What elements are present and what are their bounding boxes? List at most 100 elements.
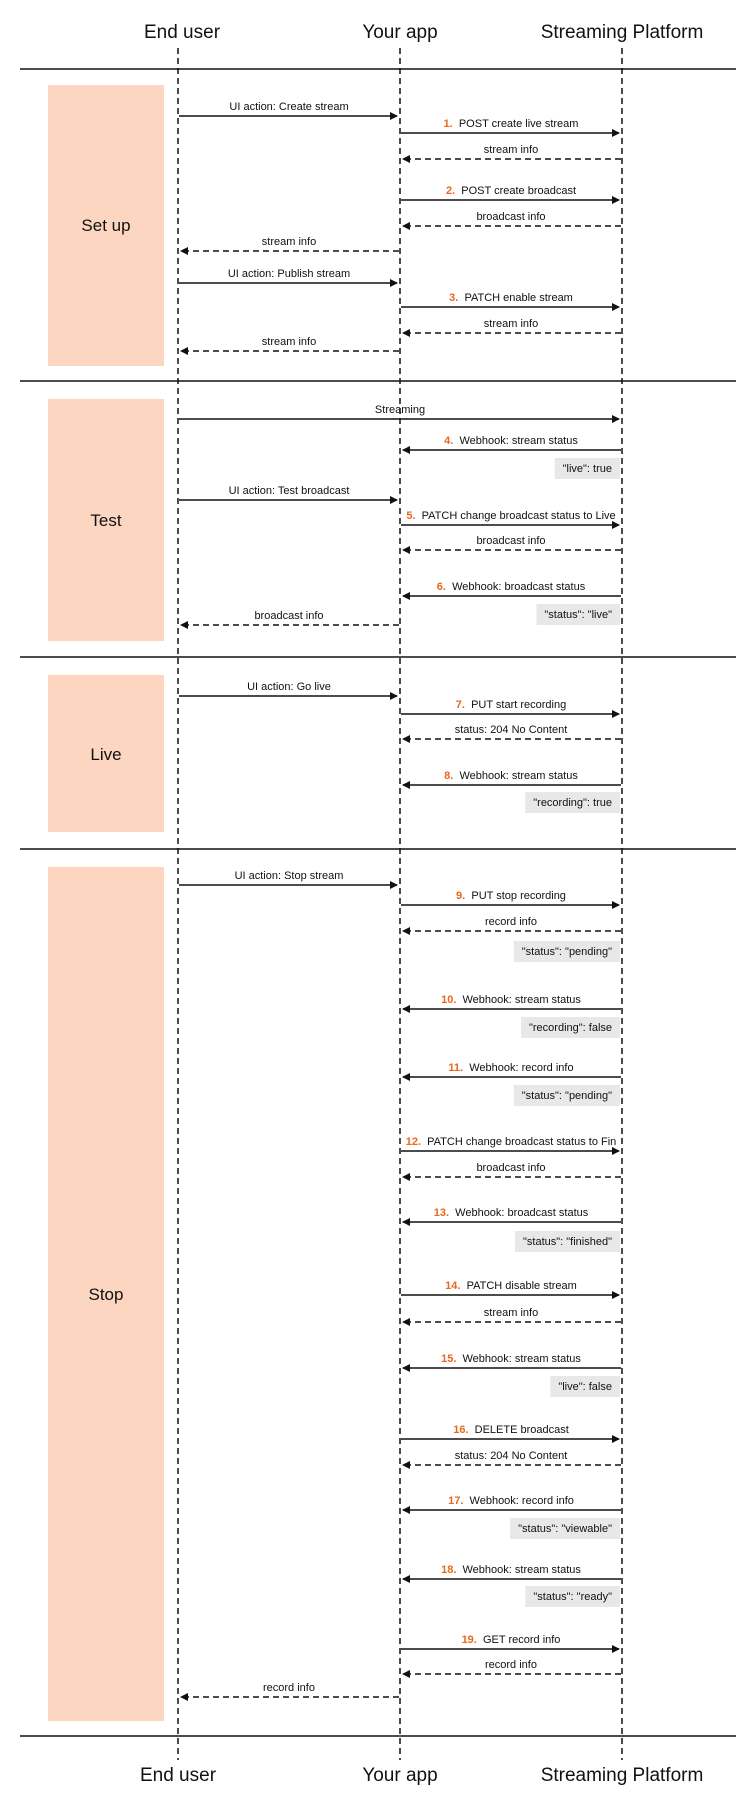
phase-setup: Set up xyxy=(48,85,164,366)
step-number: 17. xyxy=(448,1495,463,1507)
message-status-204-no-content: status: 204 No Content xyxy=(402,1450,621,1469)
step-number: 12. xyxy=(406,1136,421,1148)
message-text: broadcast info xyxy=(476,535,545,547)
message-text: broadcast info xyxy=(476,1162,545,1174)
message-text: PATCH change broadcast status to Live xyxy=(422,510,616,522)
step-number: 14. xyxy=(445,1280,460,1292)
status-note-box xyxy=(554,458,620,479)
message-delete-broadcast: 16. DELETE broadcast xyxy=(401,1424,620,1443)
message-broadcast-info: broadcast info xyxy=(402,1162,621,1181)
status-note-box xyxy=(510,1518,620,1539)
status-note-box xyxy=(525,1586,620,1607)
message-text: stream info xyxy=(262,236,316,248)
step-number: 5. xyxy=(406,510,415,522)
message-label: UI action: Go live xyxy=(247,681,331,693)
message-label: 17. Webhook: record info xyxy=(448,1495,574,1507)
messages-layer: UI action: Create stream 1. POST create l… xyxy=(179,101,621,1701)
message-label: stream info xyxy=(484,1307,538,1319)
message-label: status: 204 No Content xyxy=(455,724,568,736)
message-record-info: record info xyxy=(402,916,621,935)
step-number: 2. xyxy=(446,185,455,197)
message-text: PATCH enable stream xyxy=(464,292,572,304)
message-ui-action-test-broadcast: UI action: Test broadcast xyxy=(179,485,398,504)
message-text: status: 204 No Content xyxy=(455,724,568,736)
message-label: 12. PATCH change broadcast status to Fin xyxy=(406,1136,617,1148)
status-note-text: "status": "viewable" xyxy=(518,1523,612,1535)
message-text: PATCH change broadcast status to Fin xyxy=(427,1136,616,1148)
message-patch-disable-stream: 14. PATCH disable stream xyxy=(401,1280,620,1299)
step-number: 16. xyxy=(453,1424,468,1436)
step-number: 1. xyxy=(444,118,453,130)
step-number: 7. xyxy=(456,699,465,711)
message-label: 16. DELETE broadcast xyxy=(453,1424,569,1436)
message-label: broadcast info xyxy=(476,535,545,547)
message-stream-info: stream info xyxy=(180,336,399,355)
message-text: Webhook: broadcast status xyxy=(455,1207,589,1219)
message-label: 7. PUT start recording xyxy=(456,699,566,711)
message-text: Webhook: broadcast status xyxy=(452,581,586,593)
message-text: broadcast info xyxy=(254,610,323,622)
message-text: record info xyxy=(263,1682,315,1694)
status-note-text: "status": "pending" xyxy=(522,1090,612,1102)
message-text: record info xyxy=(485,1659,537,1671)
message-ui-action-create-stream: UI action: Create stream xyxy=(179,101,398,120)
status-note-text: "status": "pending" xyxy=(522,946,612,958)
phase-test: Test xyxy=(48,399,164,641)
message-record-info: record info xyxy=(402,1659,621,1678)
step-number: 11. xyxy=(448,1062,463,1074)
message-webhook-stream-status: 15. Webhook: stream status xyxy=(402,1353,621,1372)
status-note-box xyxy=(536,604,620,625)
message-record-info: record info xyxy=(180,1682,399,1701)
step-number: 9. xyxy=(456,890,465,902)
message-label: stream info xyxy=(484,144,538,156)
message-ui-action-go-live: UI action: Go live xyxy=(179,681,398,700)
status-note: "status": "ready" xyxy=(525,1586,620,1607)
message-label: UI action: Stop stream xyxy=(235,870,344,882)
message-label: 11. Webhook: record info xyxy=(448,1062,573,1074)
message-label: Streaming xyxy=(375,404,425,416)
message-label: 14. PATCH disable stream xyxy=(445,1280,577,1292)
message-text: broadcast info xyxy=(476,211,545,223)
status-note: "recording": true xyxy=(525,792,620,813)
message-label: record info xyxy=(263,1682,315,1694)
message-label: UI action: Create stream xyxy=(229,101,348,113)
message-label: 2. POST create broadcast xyxy=(446,185,576,197)
step-number: 19. xyxy=(462,1634,477,1646)
phase-live: Live xyxy=(48,675,164,832)
message-text: Streaming xyxy=(375,404,425,416)
message-post-create-broadcast: 2. POST create broadcast xyxy=(401,185,620,204)
message-text: UI action: Go live xyxy=(247,681,331,693)
actor-header-end-user: End user xyxy=(144,22,221,43)
message-label: broadcast info xyxy=(254,610,323,622)
phase-label-stop: Stop xyxy=(89,1285,124,1304)
message-label: 4. Webhook: stream status xyxy=(444,435,578,447)
actor-header-streaming-platform: Streaming Platform xyxy=(541,22,704,43)
actor-footer-end-user: End user xyxy=(140,1765,217,1786)
message-label: 8. Webhook: stream status xyxy=(444,770,578,782)
message-label: stream info xyxy=(262,236,316,248)
message-text: UI action: Publish stream xyxy=(228,268,350,280)
message-label: UI action: Publish stream xyxy=(228,268,350,280)
message-text: POST create live stream xyxy=(459,118,579,130)
message-webhook-stream-status: 8. Webhook: stream status xyxy=(402,770,621,789)
message-label: record info xyxy=(485,1659,537,1671)
message-label: 10. Webhook: stream status xyxy=(441,994,581,1006)
message-label: 9. PUT stop recording xyxy=(456,890,566,902)
message-streaming: Streaming xyxy=(179,404,620,423)
message-text: stream info xyxy=(484,1307,538,1319)
message-text: Webhook: record info xyxy=(469,1062,573,1074)
message-text: Webhook: stream status xyxy=(459,770,578,782)
status-note-box xyxy=(550,1376,620,1397)
status-note-text: "status": "ready" xyxy=(533,1591,612,1603)
status-note: "status": "viewable" xyxy=(510,1518,620,1539)
message-text: PATCH disable stream xyxy=(467,1280,577,1292)
message-post-create-live-stream: 1. POST create live stream xyxy=(401,118,620,137)
message-webhook-stream-status: 18. Webhook: stream status xyxy=(402,1564,621,1583)
status-note-text: "status": "live" xyxy=(544,609,612,621)
message-ui-action-publish-stream: UI action: Publish stream xyxy=(179,268,398,287)
message-put-stop-recording: 9. PUT stop recording xyxy=(401,890,620,909)
message-label: 1. POST create live stream xyxy=(444,118,579,130)
phase-stop: Stop xyxy=(48,867,164,1721)
step-number: 15. xyxy=(441,1353,456,1365)
